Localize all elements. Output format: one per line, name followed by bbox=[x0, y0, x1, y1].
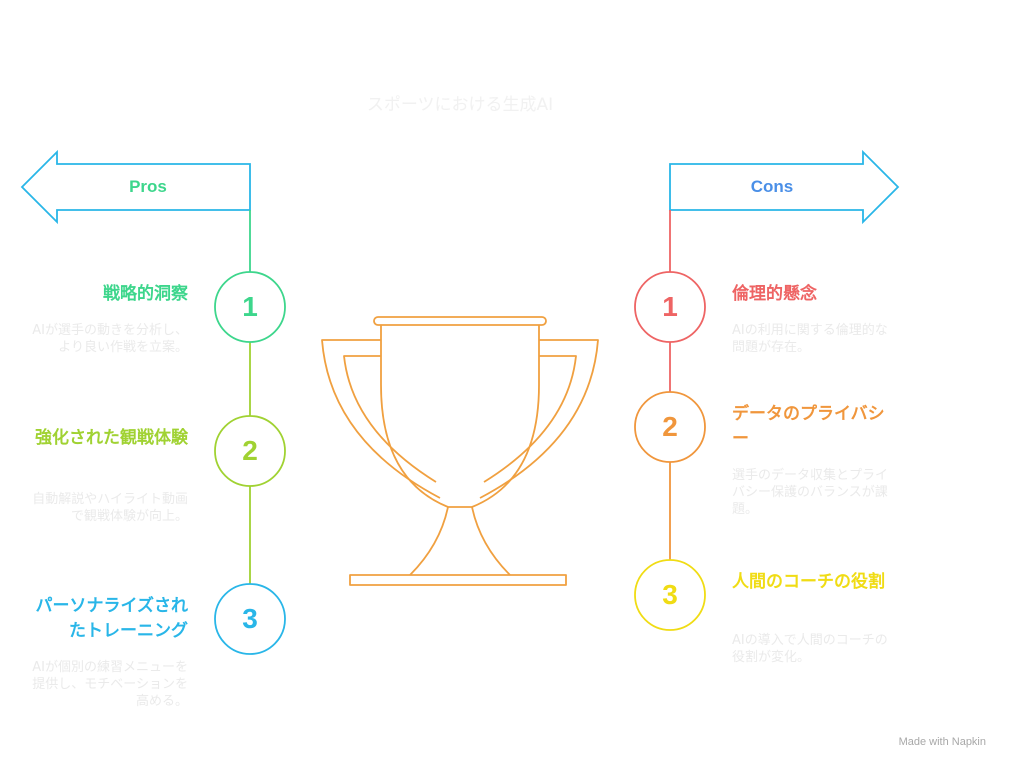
cons-heading-3: 人間のコーチの役割 bbox=[732, 572, 885, 592]
pros-heading-1: 戦略的洞察 bbox=[103, 284, 188, 304]
footer-text: Made with Napkin bbox=[898, 736, 986, 748]
pros-heading-3: パーソナライズされたトレーニング bbox=[35, 596, 189, 641]
pros-circle-2 bbox=[214, 415, 286, 487]
cons-circle-2 bbox=[634, 391, 706, 463]
pros-desc-3: AIが個別の練習メニューを提供し、モチベーションを高める。 bbox=[32, 660, 188, 709]
cons-arrow bbox=[669, 149, 900, 225]
pros-arrow bbox=[20, 149, 251, 225]
pros-desc-2: 自動解説やハイライト動画で観戦体験が向上。 bbox=[32, 492, 188, 524]
cons-label: Cons bbox=[750, 177, 794, 196]
cons-number-3: 3 bbox=[662, 579, 678, 610]
cons-circle-1 bbox=[634, 271, 706, 343]
page-title: スポーツにおける生成AI bbox=[366, 95, 554, 115]
pros-circle-1 bbox=[214, 271, 286, 343]
pros-number-2: 2 bbox=[242, 435, 258, 466]
pros-circle-3 bbox=[214, 583, 286, 655]
made-with-napkin-footer: Made with Napkin bbox=[899, 736, 986, 748]
pros-number-3: 3 bbox=[242, 603, 258, 634]
pros-label: Pros bbox=[129, 177, 167, 196]
cons-circle-3 bbox=[634, 559, 706, 631]
cons-desc-3: AIの導入で人間のコーチの役割が変化。 bbox=[732, 633, 888, 665]
cons-heading-2: データのプライバシー bbox=[732, 404, 885, 449]
cons-number-1: 1 bbox=[662, 291, 678, 322]
pros-number-1: 1 bbox=[242, 291, 258, 322]
cons-desc-1: AIの利用に関する倫理的な問題が存在。 bbox=[732, 323, 888, 355]
cons-heading-1: 倫理的懸念 bbox=[732, 284, 817, 304]
trophy-icon bbox=[321, 316, 599, 586]
pros-desc-1: AIが選手の動きを分析し、より良い作戦を立案。 bbox=[32, 323, 188, 355]
cons-desc-2: 選手のデータ収集とプライバシー保護のバランスが課題。 bbox=[732, 468, 889, 517]
pros-heading-2: 強化された観戦体験 bbox=[35, 428, 188, 448]
cons-number-2: 2 bbox=[662, 411, 678, 442]
